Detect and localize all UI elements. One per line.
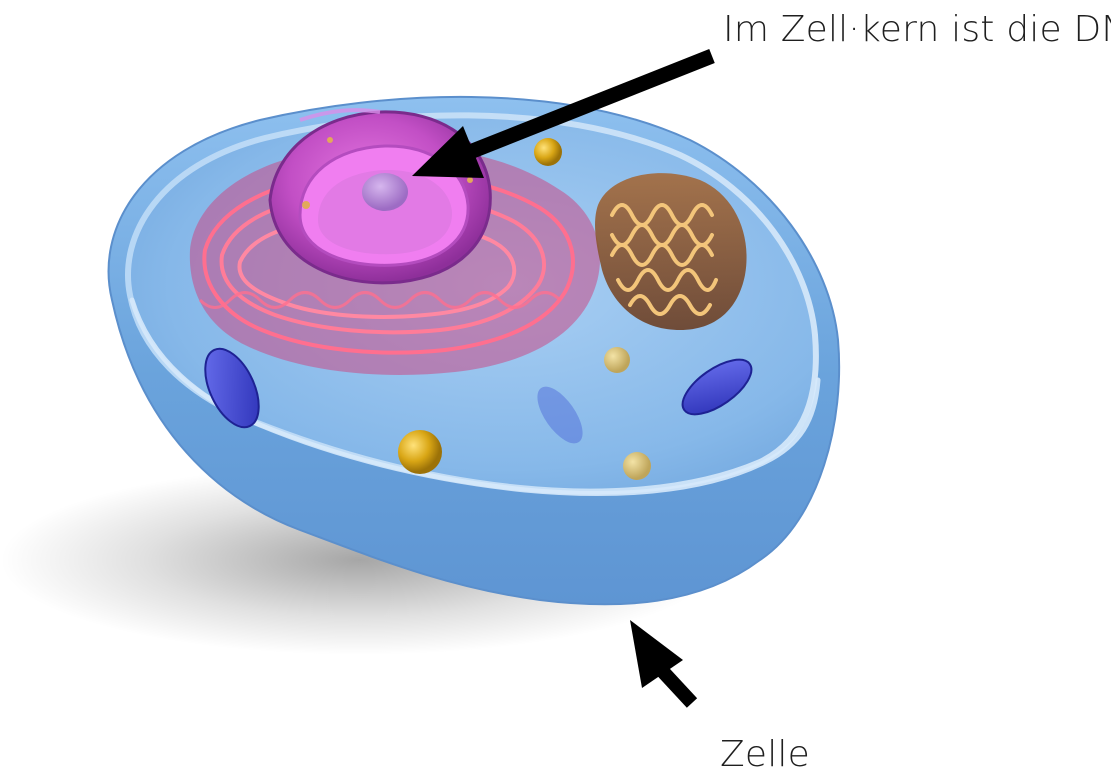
nucleus-caption: Im Zell·kern ist die DNA [723, 8, 1111, 52]
vesicle-gold-large [398, 430, 442, 474]
nucleolus [362, 173, 408, 211]
vesicle-gold-small-1 [604, 347, 630, 373]
cell-arrow [630, 620, 692, 703]
vesicle-gold-top [534, 138, 562, 166]
vesicle-gold-small-2 [623, 452, 651, 480]
cell-caption: Zelle [720, 733, 810, 777]
